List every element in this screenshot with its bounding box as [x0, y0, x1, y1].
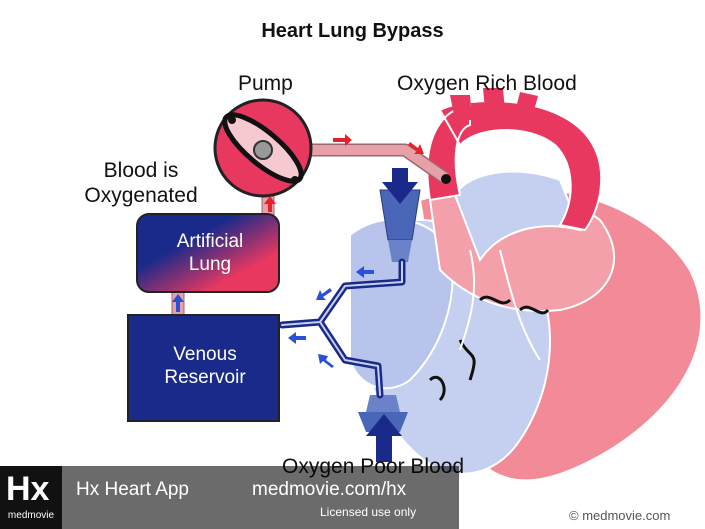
venous-tubing: [278, 258, 406, 399]
oxygenated-label-line1: Blood is: [103, 159, 179, 182]
aortic-cannula-tip: [441, 174, 451, 184]
footer-banner: [0, 466, 459, 529]
artificial-lung-line2: Lung: [188, 254, 232, 275]
aorta-branch-2: [483, 88, 505, 112]
heart: [349, 88, 703, 482]
flow-arrow-icon: [356, 266, 374, 278]
ivc-inflow-arrow-icon: [366, 414, 402, 462]
flow-arrow-icon: [288, 332, 306, 344]
red-flow-arrows: [264, 134, 424, 212]
aorta-branch-1: [450, 95, 472, 120]
hx-logo-text: Hx: [6, 470, 50, 508]
heart-valve-lines: [428, 295, 550, 402]
artificial-lung-label: Artificial Lung: [140, 230, 280, 276]
license-text: Licensed use only: [320, 505, 417, 519]
flow-arrow-icon: [316, 288, 332, 300]
app-name: Hx Heart App: [76, 479, 189, 500]
aorta-branch-3: [515, 92, 538, 118]
venous-reservoir-line2: Reservoir: [164, 367, 246, 388]
pump-label: Pump: [238, 72, 293, 95]
venous-reservoir-label: Venous Reservoir: [132, 343, 278, 389]
flow-arrow-icon: [318, 354, 334, 368]
venous-reservoir-line1: Venous: [173, 344, 237, 365]
diagram-title: Heart Lung Bypass: [261, 20, 444, 42]
flow-arrow-icon: [264, 196, 276, 212]
oxygenated-label-line2: Oxygenated: [84, 184, 198, 207]
hx-logo-subtext: medmovie: [7, 510, 55, 521]
app-url-link[interactable]: medmovie.com/hx: [252, 479, 407, 500]
svc-inflow-arrow-icon: [382, 168, 418, 204]
flow-arrow-icon: [172, 294, 184, 312]
blue-flow-arrows: [172, 266, 374, 368]
oxygen-rich-label: Oxygen Rich Blood: [397, 72, 577, 95]
chordae-lines: [459, 249, 541, 361]
ivc-cannula: [358, 395, 408, 462]
svc-cannula: [379, 168, 421, 262]
oxygenated-label: Blood is Oxygenated: [72, 158, 210, 208]
artificial-lung: [136, 213, 280, 293]
artificial-lung-line1: Artificial: [176, 231, 244, 252]
venous-reservoir: [127, 314, 280, 422]
flow-arrow-icon: [333, 134, 352, 146]
pump: [213, 98, 313, 198]
hx-logo[interactable]: Hx medmovie: [0, 466, 62, 529]
flow-arrow-icon: [408, 142, 424, 154]
copyright-text: © medmovie.com: [569, 508, 671, 523]
